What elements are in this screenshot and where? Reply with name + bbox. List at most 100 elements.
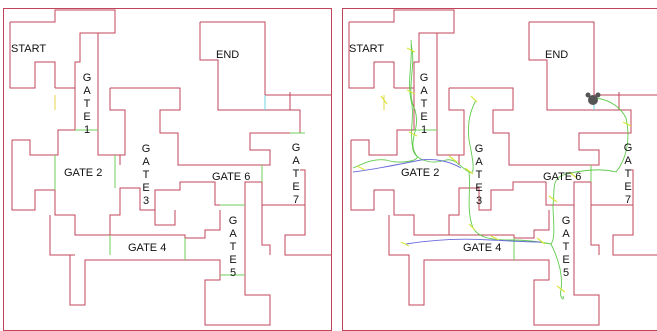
maze-wall: [449, 87, 632, 166]
svg-text:T: T: [421, 98, 428, 110]
maze-wall: [448, 88, 465, 156]
maze-frame: [3, 8, 332, 331]
maze-wall: [110, 210, 221, 239]
maze-wall: [12, 139, 55, 156]
gate7-label: G A T E 7: [292, 142, 301, 206]
maze-wall: [109, 88, 126, 156]
svg-text:T: T: [563, 241, 570, 253]
svg-text:G: G: [292, 142, 301, 154]
svg-text:7: 7: [293, 194, 299, 206]
maze-drawing: START END GATE 2 GATE 6 GATE 4 G A T E 1…: [342, 8, 657, 331]
position-marker: [622, 121, 632, 127]
maze-wall: [261, 205, 271, 255]
svg-text:E: E: [292, 181, 299, 193]
maze-wall: [154, 210, 176, 226]
maze-panel-trajectory: START END GATE 2 GATE 6 GATE 4 G A T E 1…: [341, 0, 657, 331]
maze-wall: [528, 22, 620, 111]
svg-text:G: G: [142, 143, 151, 155]
maze-wall: [10, 9, 121, 165]
maze-wall: [413, 32, 437, 88]
maze-wall: [284, 205, 332, 256]
trajectory-path: [409, 39, 477, 174]
svg-text:A: A: [562, 228, 570, 240]
svg-text:3: 3: [476, 195, 482, 207]
maze-wall: [11, 140, 306, 236]
svg-text:E: E: [229, 254, 236, 266]
gate1-label: G A T E 1: [420, 72, 429, 136]
position-marker: [356, 165, 366, 171]
svg-text:A: A: [292, 155, 300, 167]
svg-text:E: E: [142, 182, 149, 194]
maze-wall: [200, 21, 332, 96]
gate3-label: G A T E 3: [475, 143, 484, 207]
maze-wall: [199, 22, 291, 111]
svg-text:T: T: [293, 168, 300, 180]
end-label: END: [545, 49, 568, 61]
maze-wall: [612, 205, 657, 256]
svg-text:T: T: [143, 169, 150, 181]
maze-wall: [529, 21, 657, 96]
svg-text:E: E: [420, 111, 427, 123]
svg-text:1: 1: [84, 124, 90, 136]
maze-panel-empty: START END GATE 2 GATE 6 GATE 4 G A T E 1…: [3, 8, 332, 331]
position-marker: [568, 171, 578, 179]
maze-wall: [350, 140, 634, 236]
svg-text:1: 1: [421, 124, 427, 136]
maze-wall: [9, 22, 56, 89]
svg-text:T: T: [84, 98, 91, 110]
maze-wall: [388, 205, 600, 326]
svg-text:G: G: [475, 143, 484, 155]
position-marker: [400, 241, 410, 247]
svg-text:5: 5: [230, 267, 236, 279]
maze-wall: [449, 210, 550, 239]
maze-wall: [74, 32, 98, 88]
gate3-label: G A T E 3: [142, 143, 151, 207]
position-marker: [406, 89, 416, 95]
gate5-label: G A T E 5: [229, 215, 238, 279]
svg-text:A: A: [475, 156, 483, 168]
gate1-label: G A T E 1: [83, 72, 92, 136]
maze-wall: [590, 205, 600, 255]
position-marker: [464, 167, 474, 175]
gate6-label: GATE 6: [543, 171, 581, 183]
svg-text:A: A: [83, 85, 91, 97]
svg-text:G: G: [562, 215, 571, 227]
position-marker: [448, 155, 458, 163]
position-marker: [408, 131, 418, 137]
svg-text:A: A: [229, 228, 237, 240]
svg-text:G: G: [83, 72, 92, 84]
position-marker: [556, 285, 566, 293]
svg-text:G: G: [420, 72, 429, 84]
gate4-label: GATE 4: [463, 242, 501, 254]
gate4-label: GATE 4: [128, 242, 166, 254]
svg-text:E: E: [624, 181, 631, 193]
position-marker: [406, 47, 416, 53]
position-marker: [468, 223, 476, 231]
maze-wall: [351, 139, 394, 156]
position-marker: [490, 235, 500, 241]
end-label: END: [216, 49, 239, 61]
svg-text:A: A: [142, 156, 150, 168]
gate2-label: GATE 2: [401, 167, 439, 179]
svg-text:E: E: [562, 254, 569, 266]
trajectory: [352, 39, 632, 300]
position-marker: [548, 195, 558, 203]
maze-wall: [348, 22, 395, 89]
svg-text:A: A: [624, 155, 632, 167]
gate5-label: G A T E 5: [562, 215, 571, 279]
position-marker: [380, 95, 388, 105]
svg-text:T: T: [230, 241, 237, 253]
maze-wall: [110, 87, 301, 166]
svg-text:7: 7: [625, 194, 631, 206]
svg-text:T: T: [476, 169, 483, 181]
maze-drawing: START END GATE 2 GATE 6 GATE 4 G A T E 1…: [3, 8, 332, 331]
svg-text:E: E: [475, 182, 482, 194]
svg-text:5: 5: [563, 267, 569, 279]
trajectory-path: [405, 238, 542, 245]
svg-text:G: G: [229, 215, 238, 227]
trajectory-path: [352, 44, 418, 169]
mouse-icon: [585, 92, 601, 105]
start-label: START: [349, 43, 384, 55]
gate6-label: GATE 6: [212, 171, 250, 183]
svg-text:A: A: [420, 85, 428, 97]
